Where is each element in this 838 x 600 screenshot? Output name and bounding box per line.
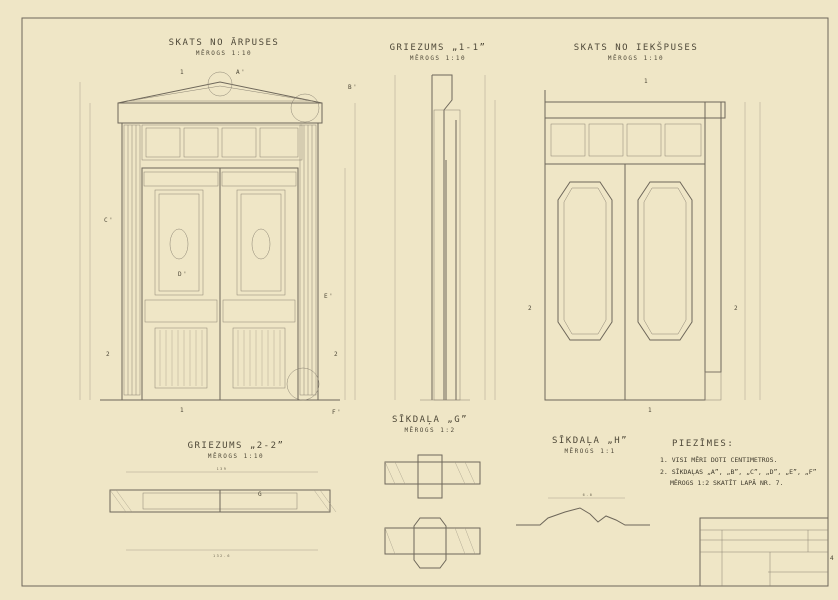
detail-h-title: SĪKDAĻA „H” [552, 435, 628, 446]
detail-g-scale: MĒROGS 1:2 [404, 427, 455, 434]
cut-marker-2-right: 2 [334, 351, 339, 358]
marker-a: A' [236, 69, 246, 76]
marker-d: D' [178, 271, 188, 278]
inside-cut-1-bottom: 1 [648, 407, 653, 414]
sheet-number: 4 [830, 555, 835, 562]
inside-cut-2-left: 2 [528, 305, 533, 312]
note-1: 1. VISI MĒRI DOTI CENTIMETROS. [660, 455, 777, 464]
marker-f: F' [332, 409, 342, 416]
detail-h-scale: MĒROGS 1:1 [564, 448, 615, 455]
detail-g: SĪKDAĻA „G” MĒROGS 1:2 [384, 414, 481, 569]
cut-marker-1-bottom: 1 [180, 407, 185, 414]
outside-elevation: SKATS NO ĀRPUSES MĒROGS 1:10 A' B' C' D'… [79, 37, 358, 416]
note-2-cont: MĒROGS 1:2 SKATĪT LAPĀ NR. 7. [670, 478, 784, 487]
inside-cut-1-top: 1 [644, 78, 649, 85]
section11-scale: MĒROGS 1:10 [410, 55, 466, 62]
section22-title: GRIEZUMS „2-2” [188, 441, 285, 451]
section-1-1: GRIEZUMS „1-1” MĒROGS 1:10 [390, 43, 496, 401]
inside-view-title: SKATS NO IEKŠPUSES [574, 41, 699, 53]
detail-h: SĪKDAĻA „H” MĒROGS 1:1 6.0 [516, 435, 650, 526]
marker-e: E' [324, 293, 334, 300]
pediment [117, 81, 323, 104]
section22-scale: MĒROGS 1:10 [208, 453, 264, 460]
detail-g-title: SĪKDAĻA „G” [392, 414, 468, 425]
title-block [699, 517, 829, 587]
note-2: 2. SĪKDAĻAS „A”, „B”, „C”, „D”, „E”, „F” [660, 467, 817, 477]
dimension-detail: 6.0 [583, 493, 594, 497]
cut-marker-1-top: 1 [180, 69, 185, 76]
notes-title: PIEZĪMES: [672, 438, 734, 449]
outside-view-scale: MĒROGS 1:10 [196, 50, 252, 57]
section-2-2: GRIEZUMS „2-2” MĒROGS 1:10 139 132.6 G [109, 441, 337, 558]
casing [704, 101, 722, 373]
notes: PIEZĪMES: 1. VISI MĒRI DOTI CENTIMETROS.… [660, 438, 817, 487]
inside-view-scale: MĒROGS 1:10 [608, 55, 664, 62]
sheet-border [21, 17, 829, 587]
section11-title: GRIEZUMS „1-1” [390, 43, 487, 53]
marker-c: C' [104, 217, 114, 224]
dimension-section: 132.6 [213, 554, 231, 558]
outside-view-title: SKATS NO ĀRPUSES [169, 37, 280, 48]
inside-cut-2-right: 2 [734, 305, 739, 312]
cut-marker-2-left: 2 [106, 351, 111, 358]
marker-g: G [258, 491, 263, 498]
inside-elevation: SKATS NO IEKŠPUSES MĒROGS 1:10 1 1 2 2 [528, 41, 761, 414]
dimension-overall: 139 [217, 467, 228, 471]
marker-b: B' [348, 84, 358, 91]
